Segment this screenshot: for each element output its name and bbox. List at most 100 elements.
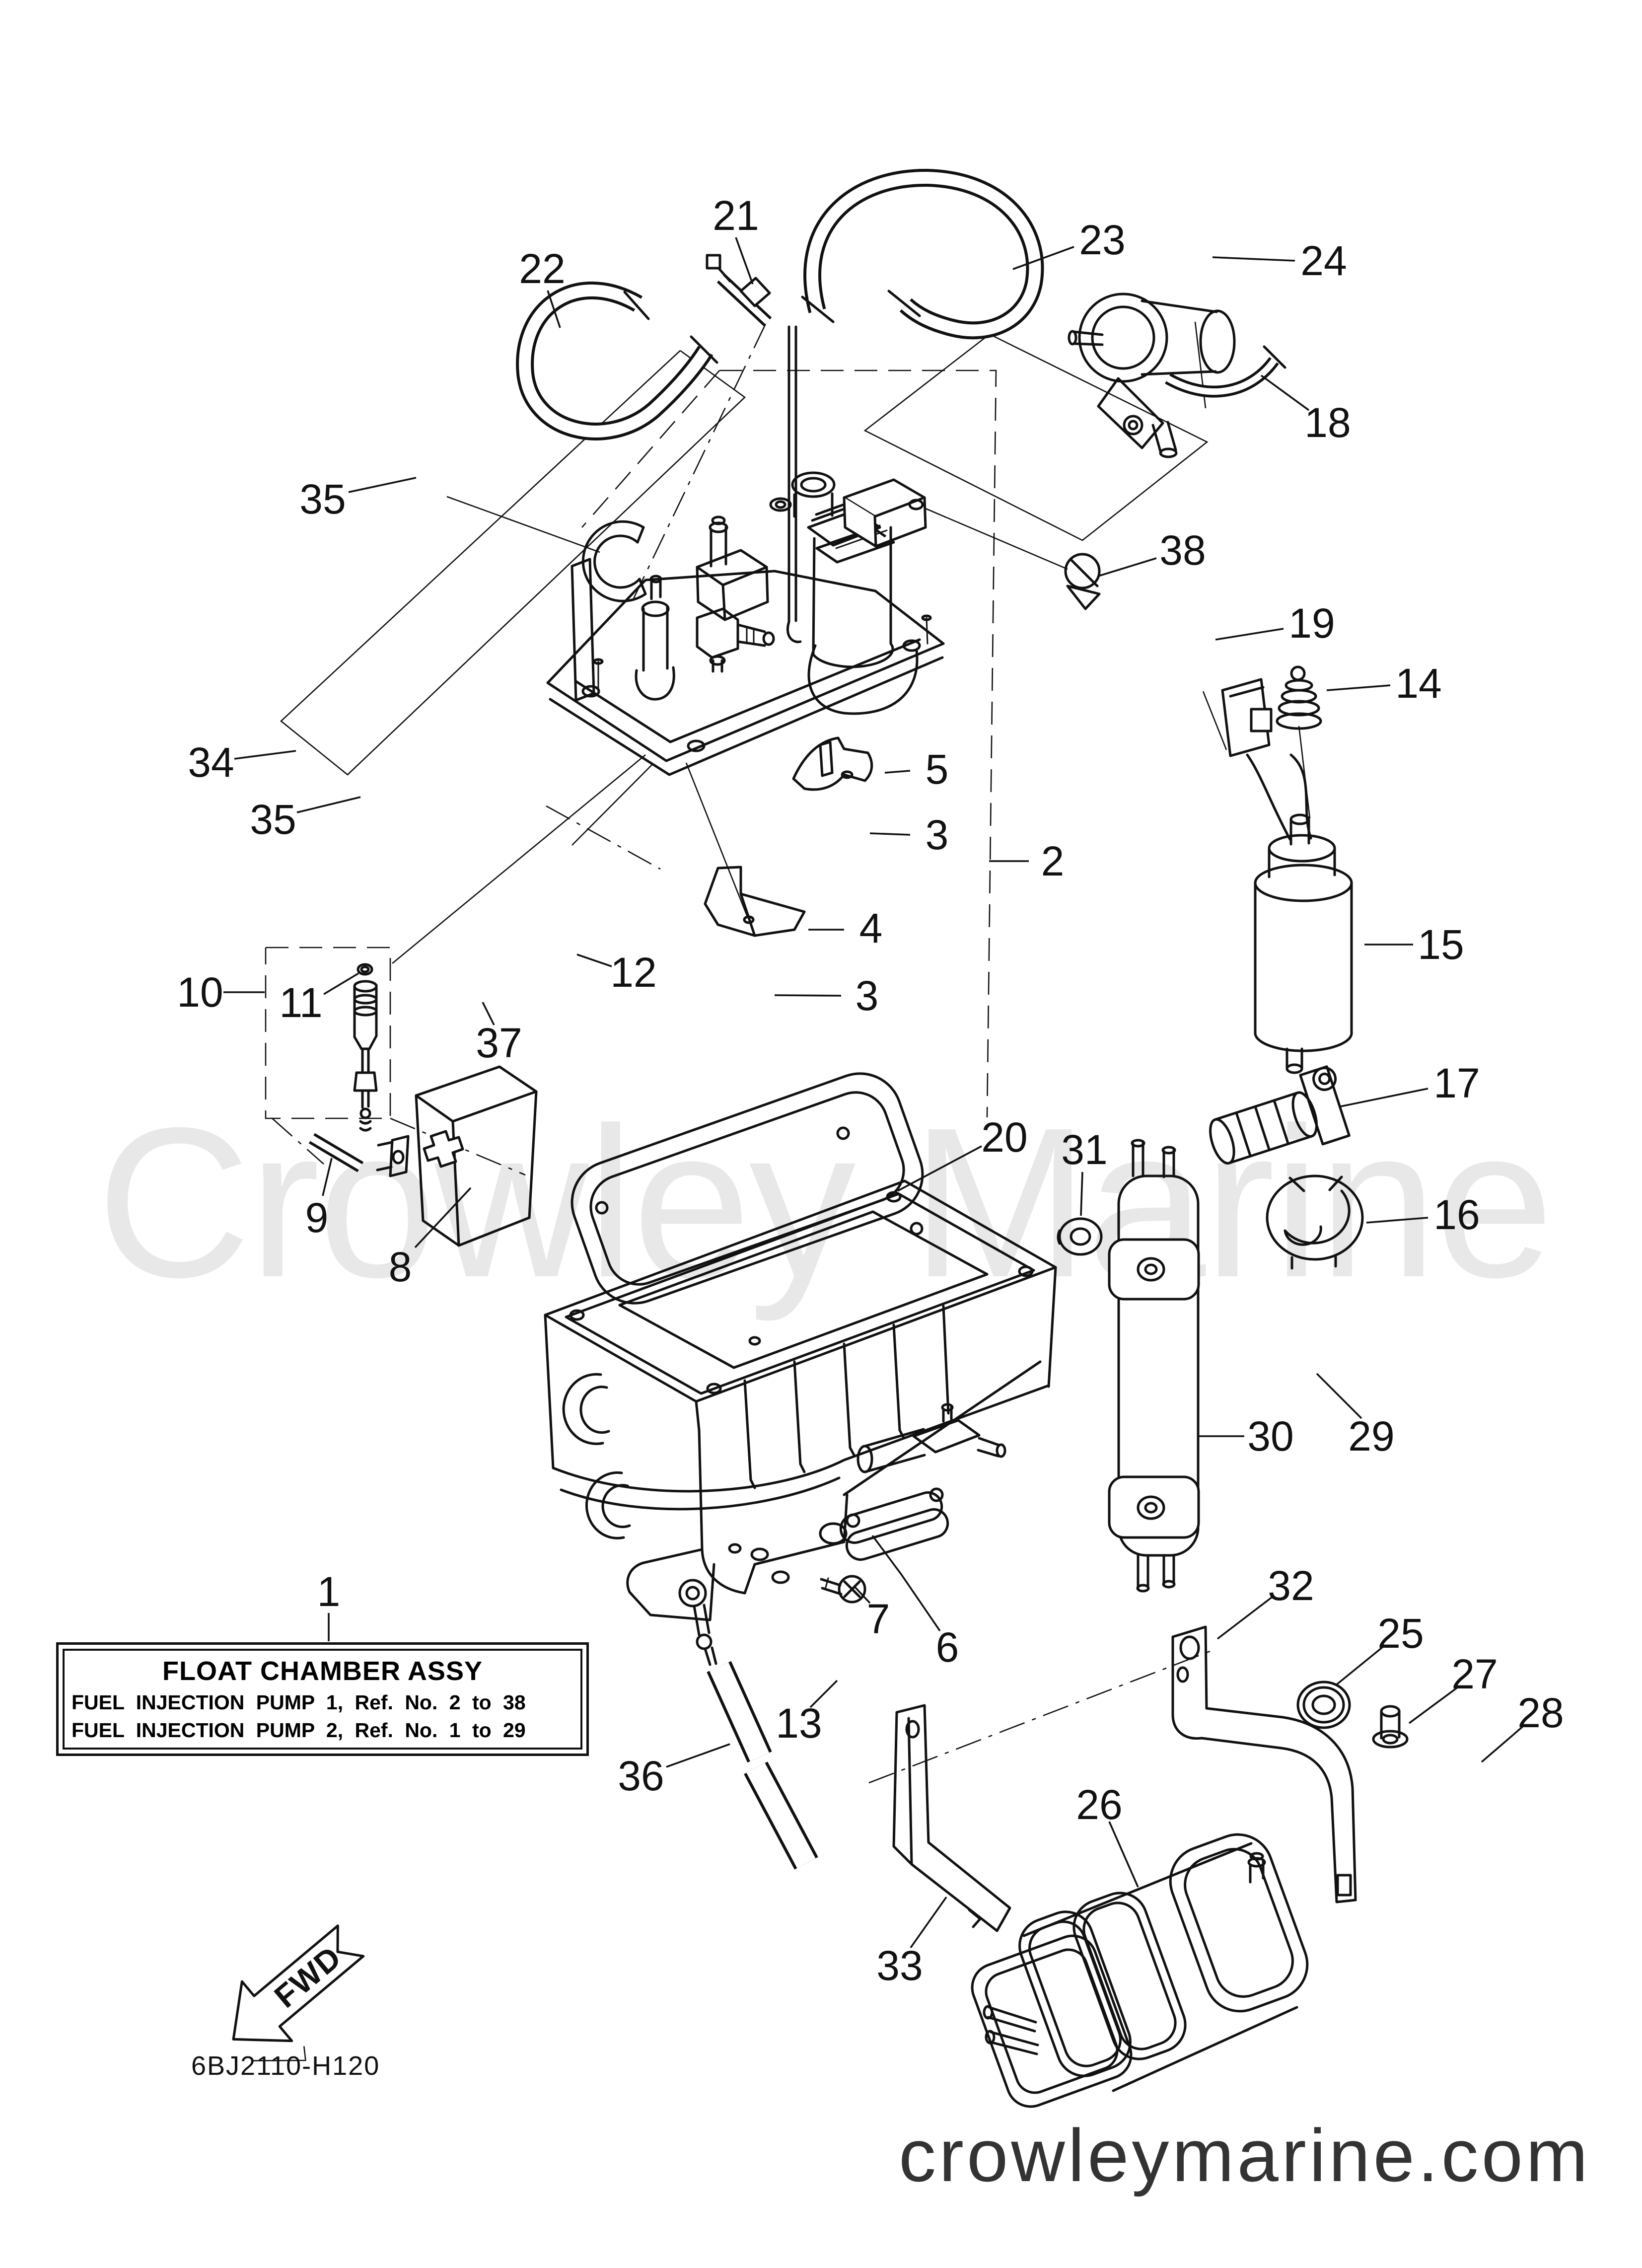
guide-line-0 bbox=[925, 508, 1068, 570]
callout-5: 5 bbox=[884, 746, 949, 793]
part-vapor-separator-30 bbox=[1108, 1139, 1200, 1593]
part-gasket-20 bbox=[571, 1072, 924, 1305]
callout-9: 9 bbox=[305, 1158, 333, 1241]
callout-6: 6 bbox=[871, 1535, 959, 1671]
callout-19-number: 19 bbox=[1288, 600, 1335, 647]
callout-5-number: 5 bbox=[926, 746, 949, 793]
part-canister-26 bbox=[971, 1833, 1309, 2108]
callout-22-number: 22 bbox=[519, 245, 565, 292]
callout-33: 33 bbox=[876, 1896, 947, 1989]
guide-line-17 bbox=[863, 333, 1209, 541]
callout-37: 37 bbox=[476, 1002, 522, 1066]
part-pressure-regulator-18 bbox=[1068, 293, 1286, 458]
callout-14: 14 bbox=[1326, 660, 1442, 707]
callout-12-leader bbox=[576, 953, 612, 967]
footer-site-text: crowleymarine.com bbox=[899, 2114, 1591, 2197]
part-screw-12b bbox=[596, 888, 637, 943]
guide-line-12 bbox=[581, 370, 720, 528]
callout-34: 34 bbox=[188, 739, 296, 786]
part-plug-38 bbox=[1064, 553, 1101, 610]
exploded-parts-art bbox=[0, 168, 1514, 2108]
callout-33-number: 33 bbox=[876, 1942, 923, 1989]
callout-18-number: 18 bbox=[1304, 399, 1351, 446]
part-fuel-hose-23 bbox=[801, 168, 1044, 340]
callout-15: 15 bbox=[1364, 921, 1464, 968]
callout-3: 3 bbox=[869, 811, 949, 858]
callout-6-number: 6 bbox=[936, 1624, 959, 1671]
callout-17-leader bbox=[1340, 1088, 1428, 1107]
watermark-text: Crowley Marine bbox=[97, 1084, 1552, 1323]
callout-19-leader bbox=[1215, 628, 1284, 641]
part-drain-tube-36 bbox=[707, 1661, 818, 1870]
part-float-8 bbox=[376, 1065, 538, 1247]
callout-26-leader bbox=[1108, 1821, 1139, 1888]
info-box-line1: FUEL INJECTION PUMP 1, Ref. No. 2 to 38 bbox=[71, 1691, 526, 1714]
part-needle-valve-11 bbox=[353, 963, 378, 1132]
part-pipe-joint-21 bbox=[706, 254, 772, 326]
part-injection-pump-body-2 bbox=[546, 325, 945, 776]
callout-37-leader bbox=[482, 1002, 495, 1025]
callout-17: 17 bbox=[1340, 1060, 1480, 1107]
callout-24-leader bbox=[1212, 256, 1295, 262]
callout-25: 25 bbox=[1336, 1610, 1424, 1685]
guide-line-7 bbox=[571, 764, 653, 846]
callout-28-leader bbox=[1481, 1724, 1525, 1763]
callout-36: 36 bbox=[618, 1743, 730, 1799]
callout-11-number: 11 bbox=[279, 979, 322, 1026]
callout-18: 18 bbox=[1260, 374, 1351, 446]
callout-20-number: 20 bbox=[981, 1114, 1027, 1161]
guide-line-15 bbox=[272, 1118, 324, 1165]
callout-33-leader bbox=[910, 1896, 947, 1949]
callout-2-number: 2 bbox=[1041, 838, 1065, 884]
guide-line-9 bbox=[546, 805, 661, 870]
callout-8-number: 8 bbox=[389, 1244, 412, 1290]
guide-line-8 bbox=[629, 323, 767, 607]
callout-26: 26 bbox=[1076, 1781, 1139, 1888]
guide-line-10 bbox=[868, 1649, 1214, 1784]
callout-2: 2 bbox=[989, 838, 1064, 884]
callout-29: 29 bbox=[1316, 1373, 1395, 1460]
info-box-line2: FUEL INJECTION PUMP 2, Ref. No. 1 to 29 bbox=[71, 1719, 526, 1742]
part-fuel-strainer-17 bbox=[1209, 1065, 1351, 1165]
callout-4: 4 bbox=[808, 905, 882, 951]
part-bracket-4 bbox=[704, 866, 806, 937]
callout-32: 32 bbox=[1216, 1562, 1314, 1640]
part-fuel-pump-15 bbox=[1221, 678, 1353, 1074]
callout-3-number: 3 bbox=[926, 811, 949, 858]
callout-17-number: 17 bbox=[1433, 1060, 1480, 1106]
callout-31-number: 31 bbox=[1061, 1126, 1107, 1173]
part-grommet-31 bbox=[1057, 1217, 1103, 1256]
callout-21-leader bbox=[735, 237, 754, 285]
callout-30: 30 bbox=[1199, 1413, 1294, 1460]
callout-3-number: 3 bbox=[856, 972, 879, 1019]
float-chamber-info-box: FLOAT CHAMBER ASSY FUEL INJECTION PUMP 1… bbox=[56, 1642, 589, 1756]
callout-35-number: 35 bbox=[299, 476, 346, 522]
callout-8: 8 bbox=[389, 1187, 472, 1290]
callout-12-number: 12 bbox=[610, 949, 656, 996]
callout-11: 11 bbox=[279, 972, 359, 1026]
callout-35: 35 bbox=[299, 476, 417, 522]
callout-26-number: 26 bbox=[1076, 1781, 1122, 1828]
callout-13-leader bbox=[809, 1680, 838, 1708]
callout-32-number: 32 bbox=[1268, 1562, 1314, 1609]
callout-35: 35 bbox=[250, 796, 361, 843]
callout-29-number: 29 bbox=[1348, 1413, 1394, 1460]
info-box-inner-border: FLOAT CHAMBER ASSY FUEL INJECTION PUMP 1… bbox=[63, 1649, 582, 1750]
callout-18-leader bbox=[1260, 374, 1310, 411]
callout-21-number: 21 bbox=[713, 192, 759, 239]
part-bolt-29 bbox=[1250, 1345, 1336, 1424]
callout-9-leader bbox=[322, 1158, 333, 1196]
callout-12: 12 bbox=[576, 949, 657, 996]
callout-8-leader bbox=[414, 1187, 472, 1248]
callout-23-leader bbox=[1012, 246, 1074, 270]
callout-1-number: 1 bbox=[317, 1568, 341, 1615]
callout-23-number: 23 bbox=[1079, 217, 1125, 263]
callout-4-number: 4 bbox=[859, 905, 883, 951]
callout-28-number: 28 bbox=[1517, 1689, 1564, 1736]
part-screw-12a bbox=[541, 916, 581, 971]
callout-10-number: 10 bbox=[177, 969, 223, 1016]
part-grommet-25 bbox=[1296, 1681, 1351, 1729]
callout-3-leader bbox=[774, 994, 842, 997]
